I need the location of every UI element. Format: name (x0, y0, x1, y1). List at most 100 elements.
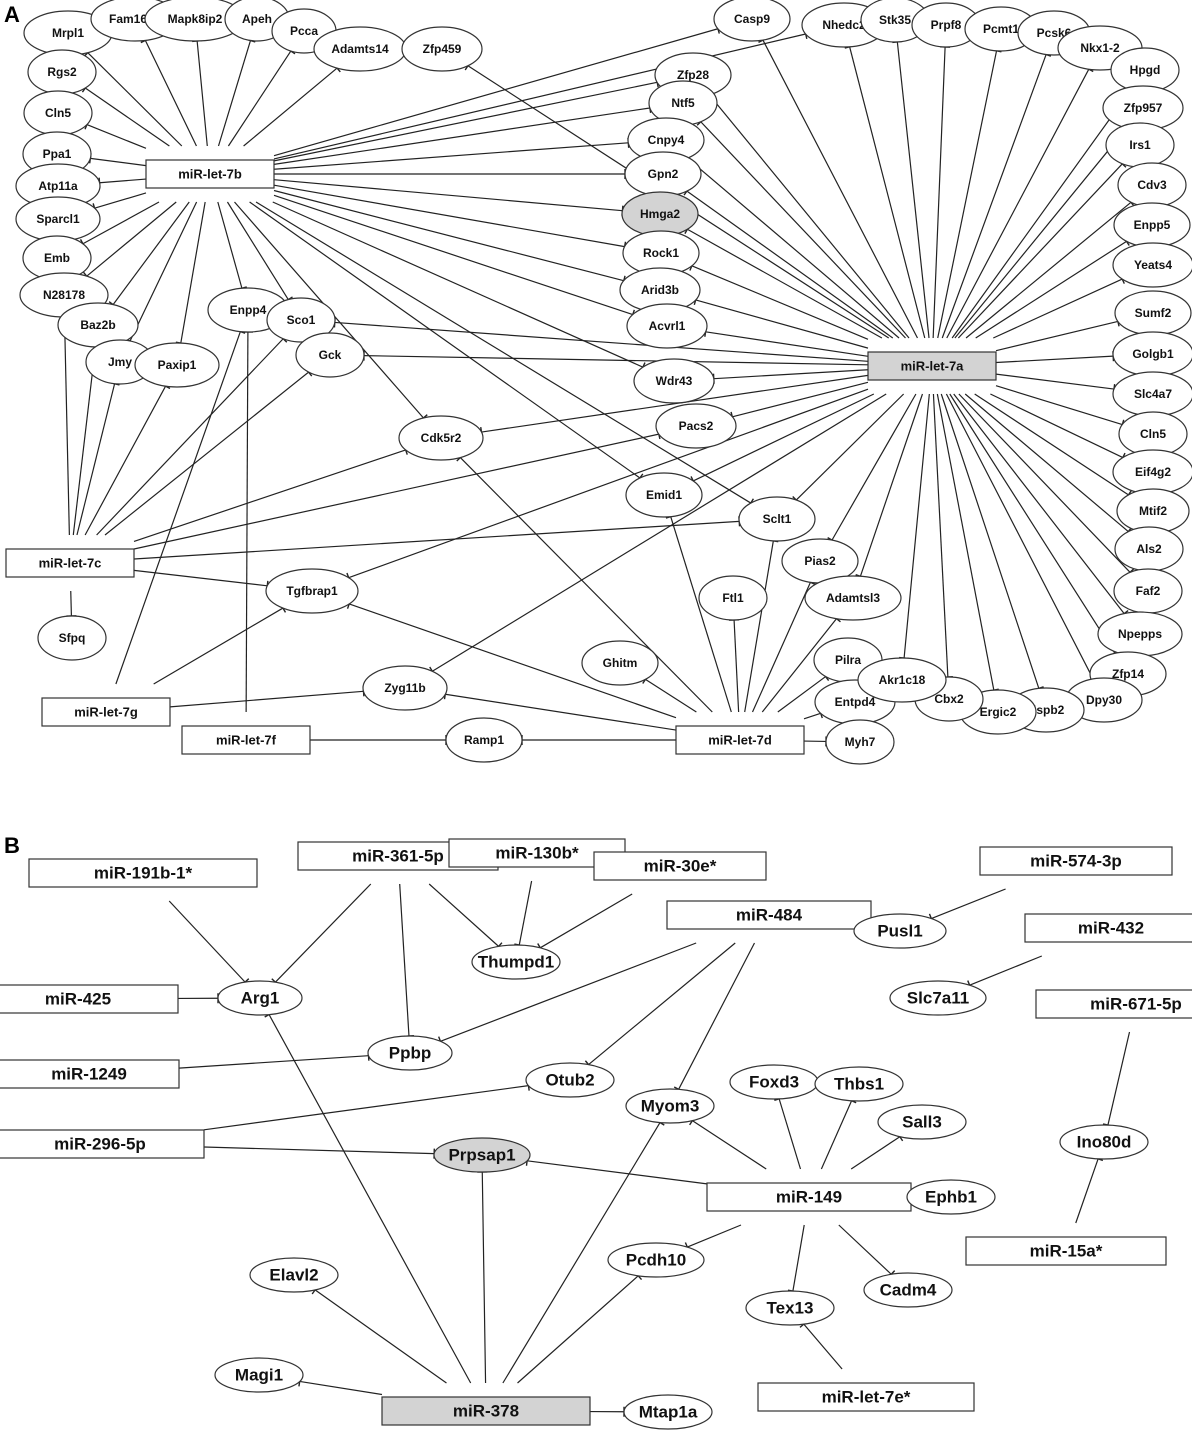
node-Rgs2: Rgs2 (27, 49, 97, 95)
node-label: Sclt1 (763, 512, 792, 526)
edge-line (849, 46, 926, 339)
node-label: Mtap1a (639, 1403, 698, 1422)
node-Pias2: Pias2 (781, 538, 859, 584)
edge-b7b-Rgs2 (81, 83, 170, 147)
node-Paxip1: Paxip1 (134, 342, 220, 388)
edge-line (932, 46, 946, 339)
node-Sumf2: Sumf2 (1114, 290, 1192, 336)
node-label: Enpp5 (1134, 218, 1171, 232)
edge-m361-Ppbp (399, 883, 414, 1038)
gene-ellipse (863, 1272, 953, 1308)
edge-line (803, 1323, 843, 1370)
node-label: Pcca (290, 24, 318, 38)
edge-a7a-Zfp28 (705, 91, 910, 339)
edge-b7b-Cnpy4 (273, 137, 630, 170)
node-Prpsap1: Prpsap1 (433, 1137, 531, 1173)
node-m484: miR-484 (666, 900, 872, 930)
edge-line (169, 690, 364, 708)
edge-b7b-Apeh (217, 38, 256, 147)
edge-m1249-Ppbp (178, 1050, 370, 1069)
node-label: Zfp957 (1124, 101, 1163, 115)
edge-b7b-Fam161b (140, 37, 197, 147)
node-Hmga2: Hmga2 (621, 191, 699, 237)
mirna-box (381, 1396, 591, 1426)
edge-line (936, 393, 995, 691)
edge-a7a-Cdv3 (965, 197, 1135, 339)
edge-a7a-Hpgd (951, 86, 1136, 339)
edge-line (459, 457, 713, 713)
edge-line (144, 40, 197, 147)
edge-a7a-Enpp5 (975, 236, 1130, 339)
node-label: Myh7 (845, 735, 876, 749)
node-label: miR-1249 (51, 1065, 127, 1084)
gene-ellipse (214, 1357, 304, 1393)
node-Hpgd: Hpgd (1110, 47, 1180, 93)
node-label: Cdv3 (1137, 178, 1167, 192)
node-Zyg11b: Zyg11b (362, 665, 448, 711)
edge-b7b-Gpn2 (274, 169, 626, 179)
node-label: miR-378 (453, 1402, 519, 1421)
gene-ellipse (445, 717, 523, 763)
node-label: Cbx2 (934, 692, 964, 706)
node-label: Pias2 (804, 554, 836, 568)
edge-b7b-Sco1 (226, 201, 293, 303)
panel-label-b: B (4, 833, 20, 858)
edge-b7b-Enpp4 (217, 201, 247, 291)
node-Ppbp: Ppbp (367, 1035, 453, 1071)
edge-line (445, 693, 677, 731)
edge-m149-Myom3 (689, 1116, 767, 1170)
node-Cdk5r2: Cdk5r2 (398, 415, 484, 461)
node-label: Sco1 (287, 313, 316, 327)
node-label: Baz2b (80, 318, 115, 332)
edge-line (678, 942, 756, 1090)
mirna-box (979, 846, 1173, 876)
node-Pusl1: Pusl1 (853, 913, 947, 949)
node-label: Hspb2 (1028, 703, 1065, 717)
edge-line (931, 888, 1006, 920)
node-m1249: miR-1249 (0, 1059, 180, 1089)
edge-line (995, 373, 1115, 390)
edge-a7a-Gpn2 (683, 186, 894, 339)
edge-line (63, 316, 70, 536)
gene-ellipse (623, 1394, 713, 1430)
edge-f7f-Enpp4 (242, 331, 253, 713)
edge-line (692, 1120, 767, 1170)
edge-line (949, 393, 1116, 654)
node-label: Cnpy4 (648, 133, 685, 147)
node-label: miR-425 (45, 990, 111, 1009)
node-m574: miR-574-3p (979, 846, 1173, 876)
node-Eif4g2: Eif4g2 (1112, 449, 1192, 495)
node-label: Tgfbrap1 (286, 584, 338, 598)
edge-line (713, 369, 869, 380)
node-label: Cdk5r2 (421, 431, 462, 445)
node-m425: miR-425 (0, 984, 179, 1014)
edge-m149-Pcdh10 (684, 1224, 742, 1253)
gene-ellipse (745, 1290, 835, 1326)
edge-line (995, 320, 1119, 352)
edge-a7a-Pacs2 (730, 381, 869, 422)
node-label: Zfp459 (423, 42, 462, 56)
node-label: Faf2 (1136, 584, 1161, 598)
node-Faf2: Faf2 (1113, 568, 1183, 614)
edge-line (954, 127, 1128, 339)
node-d7d: miR-let-7d (675, 725, 805, 755)
node-Sall3: Sall3 (877, 1104, 967, 1140)
edge-line (751, 582, 812, 713)
edge-a7a-Prpf8 (932, 46, 951, 339)
edge-line (299, 1380, 383, 1396)
edge-m361-Arg1 (271, 883, 372, 987)
node-label: miR-484 (736, 906, 803, 925)
edge-line (274, 883, 372, 983)
edge-m574-Pusl1 (928, 888, 1006, 924)
edge-line (990, 393, 1124, 459)
node-label: Ppbp (389, 1044, 432, 1063)
edge-line (670, 516, 732, 713)
node-f7f: miR-let-7f (181, 725, 311, 755)
node-Adamts14: Adamts14 (313, 26, 407, 72)
node-m15a: miR-15a* (965, 1236, 1167, 1266)
node-label: Pacs2 (679, 419, 714, 433)
edge-a7a-Mtif2 (974, 393, 1132, 500)
node-label: miR-let-7b (178, 167, 242, 182)
gene-ellipse (398, 415, 484, 461)
edge-a7a-Rock1 (689, 260, 869, 340)
